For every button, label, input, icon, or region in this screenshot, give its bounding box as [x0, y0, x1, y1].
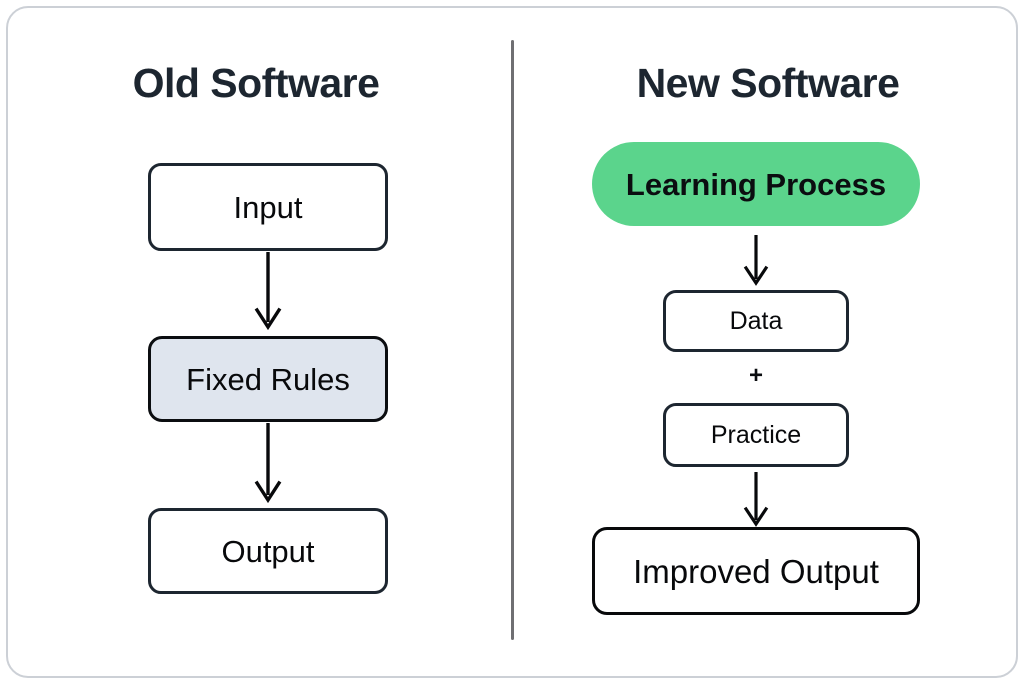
- node-practice-label: Practice: [710, 420, 802, 449]
- node-data-label: Data: [729, 306, 783, 335]
- arrow-practice-to-improved-output: [740, 472, 772, 528]
- arrow-fixed-rules-to-output: [252, 423, 284, 505]
- plus-operator: +: [748, 362, 763, 389]
- node-data[interactable]: Data: [663, 290, 849, 352]
- node-fixed-rules[interactable]: Fixed Rules: [148, 336, 388, 422]
- node-output[interactable]: Output: [148, 508, 388, 594]
- column-title-new-software: New Software: [636, 60, 900, 106]
- node-output-label: Output: [221, 533, 315, 569]
- node-fixed-rules-label: Fixed Rules: [186, 361, 350, 397]
- node-input[interactable]: Input: [148, 163, 388, 251]
- arrow-learning-to-data: [740, 235, 772, 287]
- node-learning-process[interactable]: Learning Process: [592, 142, 920, 226]
- node-learning-process-label: Learning Process: [625, 166, 887, 202]
- vertical-divider: [511, 40, 514, 640]
- column-old-software: Old Software Input Fixed Rules Output: [132, 60, 388, 594]
- arrow-input-to-fixed-rules: [252, 252, 284, 332]
- column-title-old-software: Old Software: [132, 60, 380, 106]
- node-improved-output[interactable]: Improved Output: [592, 527, 920, 615]
- node-input-label: Input: [233, 189, 303, 225]
- node-improved-output-label: Improved Output: [633, 552, 879, 590]
- node-practice[interactable]: Practice: [663, 403, 849, 467]
